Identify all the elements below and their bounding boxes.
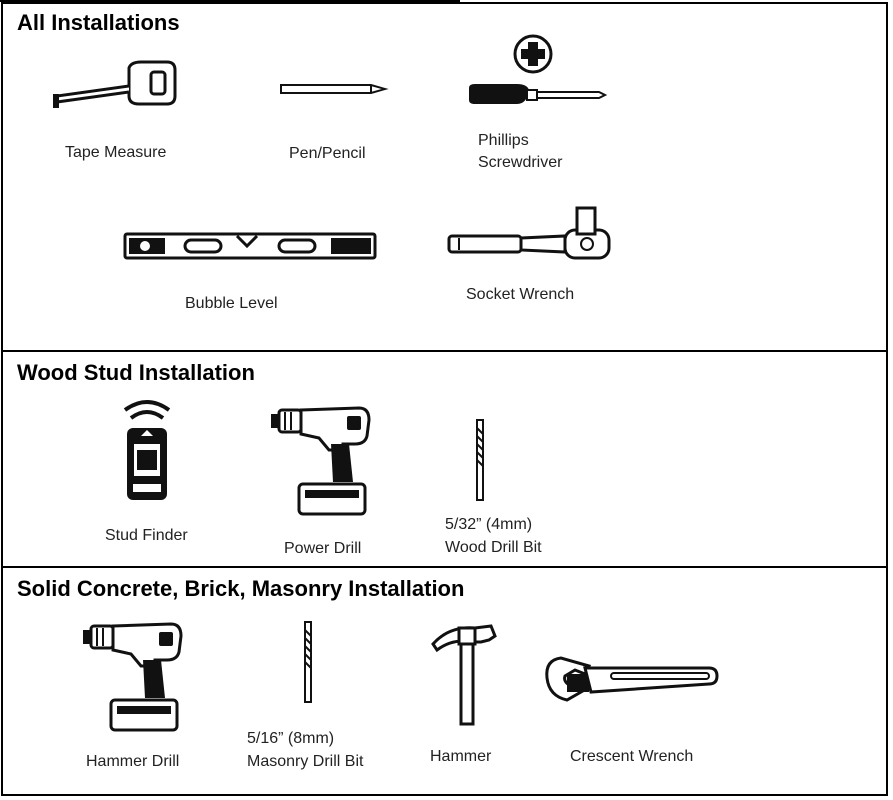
wood-drill-bit-icon bbox=[476, 419, 484, 501]
item-label: Wood Drill Bit bbox=[445, 539, 542, 556]
stud-finder-icon bbox=[123, 400, 171, 500]
section-heading: All Installations bbox=[17, 10, 180, 35]
masonry-drill-bit-icon bbox=[304, 621, 312, 703]
item-label: Tape Measure bbox=[65, 144, 167, 161]
section-masonry-installation: Solid Concrete, Brick, Masonry Installat… bbox=[1, 566, 888, 796]
top-border-line bbox=[0, 0, 460, 2]
item-label: Socket Wrench bbox=[466, 286, 575, 303]
item-label: 5/32” (4mm) bbox=[445, 516, 533, 533]
pencil-icon bbox=[280, 84, 389, 94]
hammer-icon bbox=[431, 624, 497, 726]
section-all-installations: All Installations Tape Measure Pen/Penci… bbox=[1, 2, 888, 352]
bubble-level-icon bbox=[123, 232, 377, 260]
section-heading: Solid Concrete, Brick, Masonry Installat… bbox=[17, 576, 465, 601]
socket-wrench-icon bbox=[447, 206, 611, 260]
item-label: Phillips bbox=[478, 132, 529, 149]
item-label: Crescent Wrench bbox=[570, 748, 694, 765]
item-label: Bubble Level bbox=[185, 295, 278, 312]
item-label: Masonry Drill Bit bbox=[247, 753, 364, 770]
crescent-wrench-icon bbox=[545, 656, 719, 702]
item-label: Hammer bbox=[430, 748, 492, 765]
item-label: Stud Finder bbox=[105, 527, 188, 544]
section-heading: Wood Stud Installation bbox=[17, 360, 255, 385]
item-label: Pen/Pencil bbox=[289, 145, 366, 162]
tape-measure-icon bbox=[53, 60, 177, 108]
section-wood-stud-installation: Wood Stud Installation Stud Finder Power… bbox=[1, 350, 888, 568]
item-label: Hammer Drill bbox=[86, 753, 180, 770]
power-drill-icon bbox=[271, 406, 371, 516]
item-label: Power Drill bbox=[284, 540, 362, 557]
hammer-drill-icon bbox=[83, 622, 183, 732]
item-label: 5/16” (8mm) bbox=[247, 730, 335, 747]
phillips-screwdriver-icon bbox=[469, 34, 608, 104]
item-label: Screwdriver bbox=[478, 154, 563, 171]
